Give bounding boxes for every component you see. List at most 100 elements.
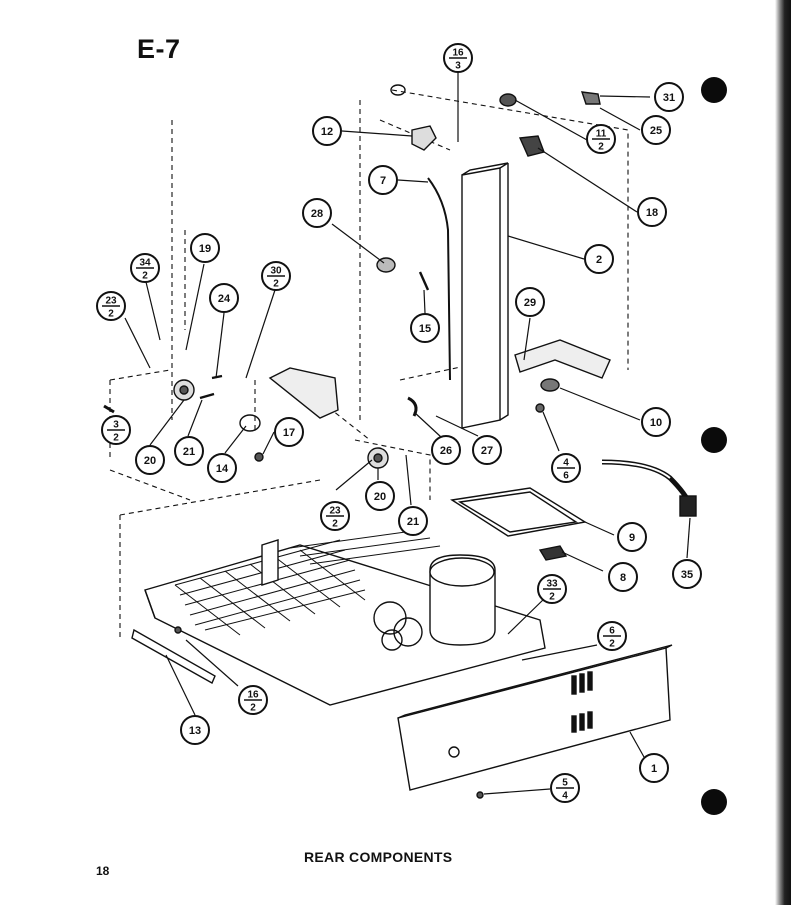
- callout-denominator: 2: [549, 592, 555, 603]
- screw-part-21a: [199, 392, 215, 400]
- callout-27: 27: [472, 435, 502, 465]
- callout-circle: [641, 115, 671, 145]
- clip-part-26: [407, 396, 418, 417]
- callout-label: 8: [620, 572, 626, 584]
- callout-circle: [654, 82, 684, 112]
- callout-numerator: 4: [563, 458, 569, 469]
- callout-21b: 21: [398, 506, 428, 536]
- nut-part-17: [254, 452, 264, 462]
- callout-circle: [207, 453, 237, 483]
- callout-numerator: 11: [596, 129, 607, 140]
- tube-part-7: [427, 177, 451, 381]
- callout-denominator: 2: [250, 703, 256, 714]
- callout-label: 29: [524, 297, 536, 309]
- callout-numerator: 33: [546, 579, 558, 590]
- callout-numerator: 30: [270, 266, 282, 277]
- callout-circle: [302, 198, 332, 228]
- callout-label: 28: [311, 208, 323, 220]
- callout-label: 27: [481, 445, 493, 457]
- callout-12: 12: [312, 116, 342, 146]
- callout-denominator: 2: [598, 142, 604, 153]
- callout-label: 18: [646, 207, 658, 219]
- callout-label: 26: [440, 445, 452, 457]
- callout-2: 2: [584, 244, 614, 274]
- callout-label: 20: [144, 455, 156, 467]
- callout-denominator: 3: [455, 61, 461, 72]
- callout-label: 21: [183, 446, 195, 458]
- callout-label: 24: [218, 293, 231, 305]
- callout-8: 8: [608, 562, 638, 592]
- callout-circle: [431, 435, 461, 465]
- callout-20a: 20: [135, 445, 165, 475]
- callout-label: 7: [380, 175, 386, 187]
- screw-part-15: [418, 271, 430, 291]
- callout-numerator: 16: [247, 690, 259, 701]
- clamp-part-14: [239, 414, 261, 432]
- callout-circle: [190, 233, 220, 263]
- callout-28: 28: [302, 198, 332, 228]
- bracket-part-29: [514, 339, 611, 379]
- callout-33-2: 332: [537, 574, 567, 604]
- callout-numerator: 3: [113, 420, 119, 431]
- grommet-part-10: [540, 378, 560, 392]
- callout-numerator: 5: [562, 778, 568, 789]
- rear-panel-part-2: [461, 162, 509, 429]
- callout-23-2b: 232: [320, 501, 350, 531]
- screw-part-3: [103, 404, 115, 414]
- callout-23-2a: 232: [96, 291, 126, 321]
- leader-lines: [124, 72, 691, 795]
- callout-numerator: 23: [329, 506, 341, 517]
- callout-numerator: 6: [609, 626, 615, 637]
- callout-label: 1: [651, 763, 657, 775]
- callout-denominator: 2: [108, 309, 114, 320]
- binder-hole-bottom: [701, 789, 727, 815]
- callout-18: 18: [637, 197, 667, 227]
- callout-1: 1: [639, 753, 669, 783]
- grommet-top: [390, 84, 406, 96]
- page-number: 18: [96, 864, 110, 878]
- callout-4-6: 46: [551, 453, 581, 483]
- binder-hole-middle: [701, 427, 727, 453]
- compressor: [373, 554, 496, 651]
- callout-20b: 20: [365, 481, 395, 511]
- callout-denominator: 2: [609, 639, 615, 650]
- rear-cover-part-1: [397, 644, 673, 791]
- callout-circle: [209, 283, 239, 313]
- callout-16-3: 163: [443, 43, 473, 73]
- callout-label: 21: [407, 516, 419, 528]
- callout-14: 14: [207, 453, 237, 483]
- callout-label: 35: [681, 569, 693, 581]
- callout-circle: [365, 481, 395, 511]
- callout-25: 25: [641, 115, 671, 145]
- callout-5-4: 54: [550, 773, 580, 803]
- callout-circle: [515, 287, 545, 317]
- power-cord-part-35: [601, 459, 693, 506]
- callout-label: 12: [321, 126, 333, 138]
- callout-21a: 21: [174, 436, 204, 466]
- callout-denominator: 2: [142, 271, 148, 282]
- bracket-part-13: [131, 628, 216, 684]
- callout-numerator: 23: [105, 296, 117, 307]
- callout-circle: [639, 753, 669, 783]
- callout-26: 26: [431, 435, 461, 465]
- callout-label: 15: [419, 323, 431, 335]
- callout-label: 9: [629, 532, 635, 544]
- callout-numerator: 34: [139, 258, 151, 269]
- callout-6-2: 62: [597, 621, 627, 651]
- shroud-part: [268, 367, 339, 419]
- callout-label: 13: [189, 725, 201, 737]
- callout-label: 25: [650, 125, 662, 137]
- binder-hole-top: [701, 77, 727, 103]
- clip-part-8: [538, 545, 568, 561]
- callout-label: 19: [199, 243, 211, 255]
- callout-denominator: 2: [273, 279, 279, 290]
- callout-35: 35: [672, 559, 702, 589]
- callout-29: 29: [515, 287, 545, 317]
- callout-label: 10: [650, 417, 662, 429]
- callout-19: 19: [190, 233, 220, 263]
- screw-part-31: [580, 91, 601, 105]
- callout-label: 17: [283, 427, 295, 439]
- callout-circle: [584, 244, 614, 274]
- callout-31: 31: [654, 82, 684, 112]
